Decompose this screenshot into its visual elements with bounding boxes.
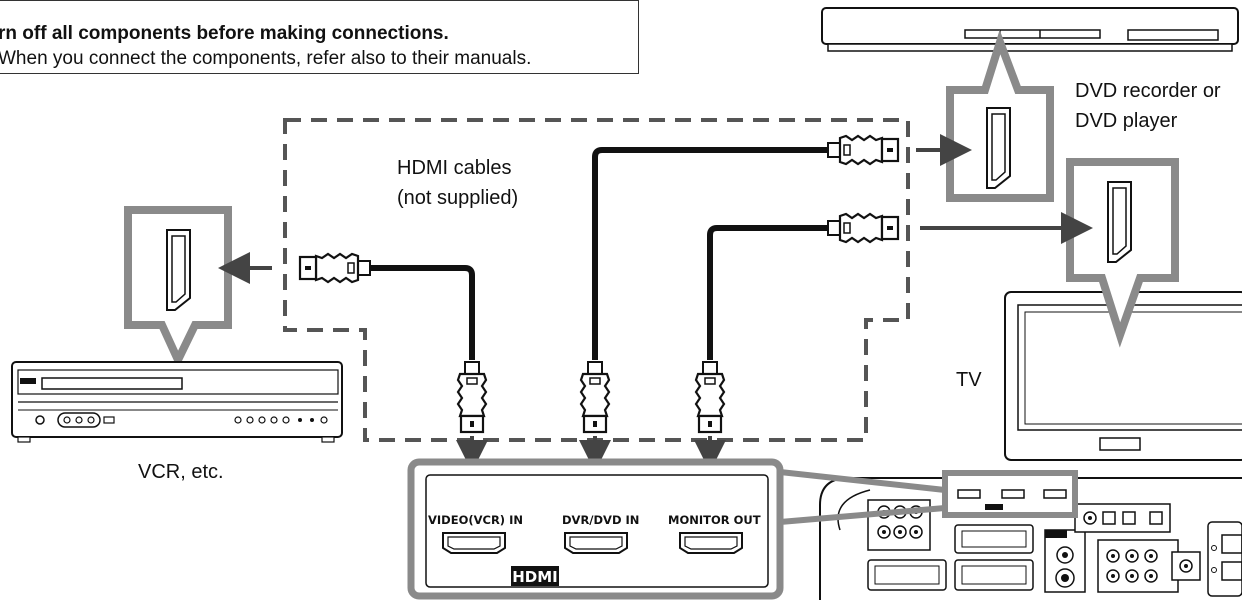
video-in-label: VIDEO(VCR) IN [428,513,523,527]
dvd-label-line-2: DVD player [1075,110,1178,132]
notice-line-1: rn off all components before making conn… [0,23,449,44]
dvd-label-line-1: DVD recorder or [1075,80,1221,102]
dvd-recorder-device [821,7,1239,52]
dvd-label: DVD recorder or DVD player [1075,76,1221,136]
zoom-link-bottom [779,505,946,525]
receiver-hdmi-panel-zoom: VIDEO(VCR) IN DVR/DVD IN MONITOR OUT HDM… [407,458,784,600]
hdmi-plug-receiver-monitor [694,360,726,434]
zoom-link-top [779,469,946,493]
hdmi-plug-vcr-end [298,252,372,284]
dvd-hdmi-port-callout [946,29,1054,202]
hdmi-cables-label: HDMI cables (not supplied) [397,153,518,213]
cable-tv [707,225,830,360]
dvr-in-port [564,532,628,554]
notice-line-2: When you connect the components, refer a… [0,48,532,69]
vcr-hdmi-port-callout [124,206,232,370]
hdmi-plug-dvd-end [826,134,900,166]
cable-vcr [370,265,475,360]
hdmi-plug-receiver-dvr [579,360,611,434]
hdmi-plug-tv-end [826,212,900,244]
hdmi-plug-receiver-video [456,360,488,434]
tv-device [1004,291,1242,461]
hdmi-cables-label-line-1: HDMI cables [397,157,512,179]
dvr-in-label: DVR/DVD IN [562,513,639,527]
vcr-label: VCR, etc. [138,461,224,483]
receiver-rear-panel [819,470,1242,600]
notice-box: rn off all components before making conn… [0,0,639,74]
cable-group-dashed-outline [283,118,910,442]
monitor-out-label: MONITOR OUT [668,513,761,527]
cable-dvd [592,147,830,360]
tv-label: TV [956,369,982,391]
tv-hdmi-port-callout [1066,158,1179,348]
vcr-device [11,361,343,443]
hdmi-cables-label-line-2: (not supplied) [397,187,519,209]
video-in-port [442,532,506,554]
monitor-out-port [679,532,743,554]
hdmi-badge: HDMI [512,568,558,586]
